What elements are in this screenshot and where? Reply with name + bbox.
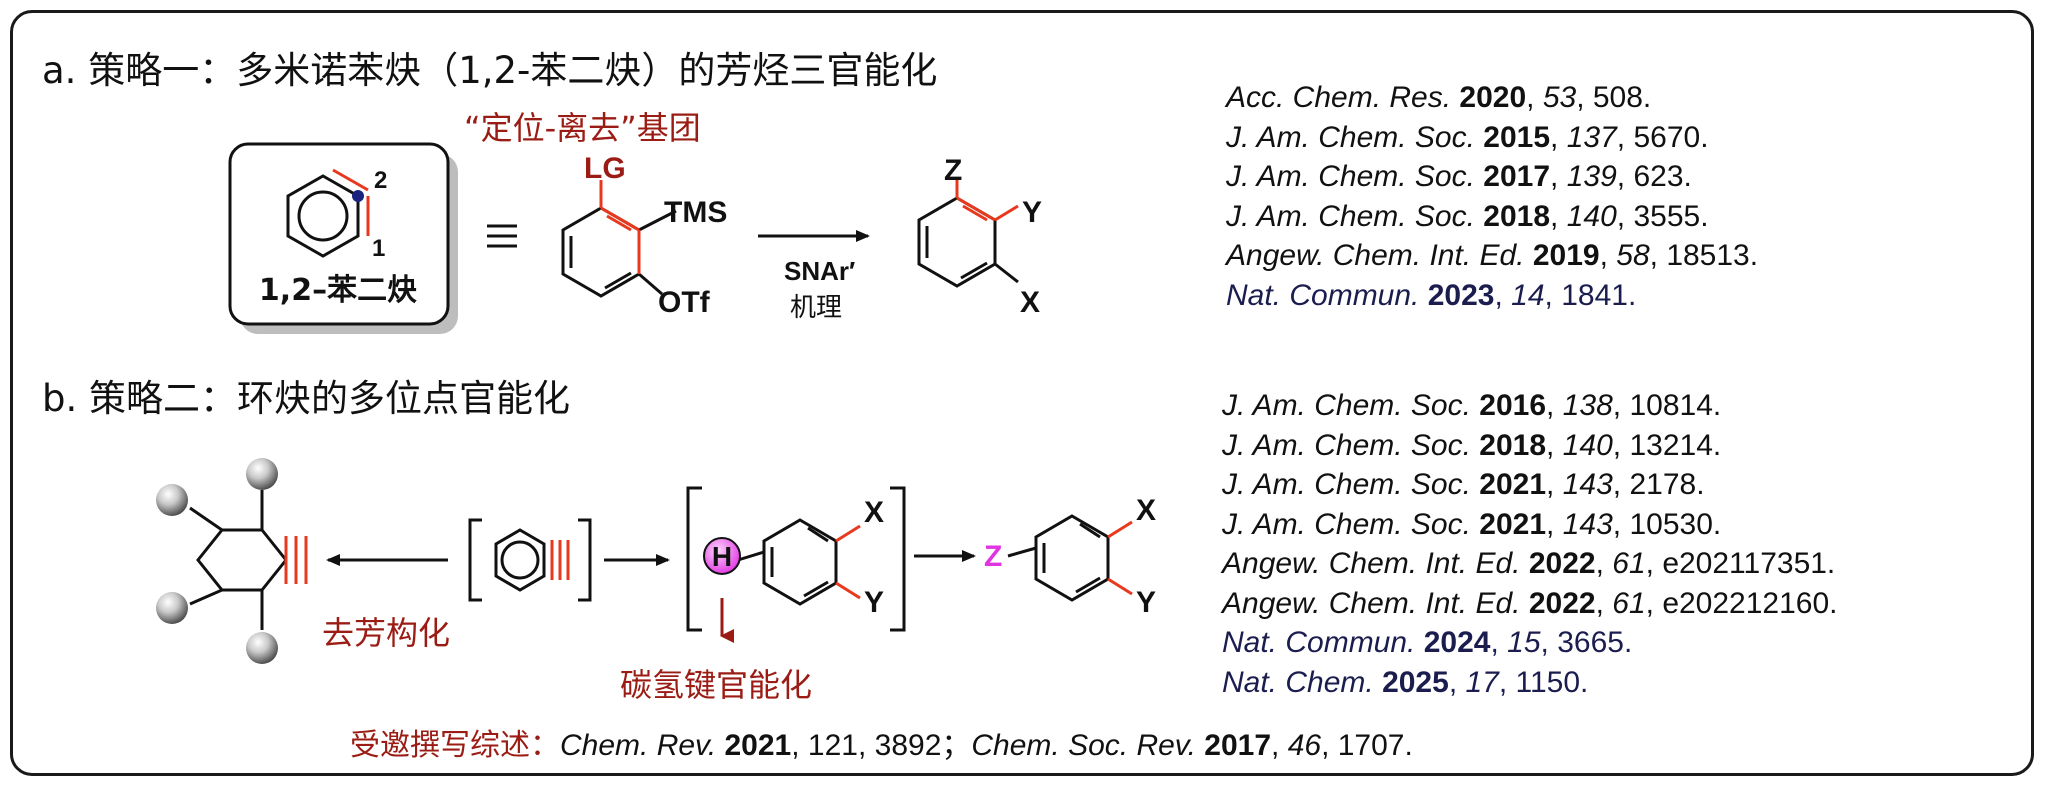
aryne-precursor: LG TMS OTf xyxy=(561,152,727,319)
ref-b-2: J. Am. Chem. Soc. 2018, 140, 13214. xyxy=(1222,428,1722,462)
final-arene-product: Z X Y xyxy=(984,494,1156,619)
section-b-references: J. Am. Chem. Soc. 2016, 138, 10814. J. A… xyxy=(1222,386,1838,702)
ref-b-7: Nat. Commun. 2024, 15, 3665. xyxy=(1222,626,1633,659)
section-a-references: Acc. Chem. Res. 2020, 53, 508. J. Am. Ch… xyxy=(1226,78,1758,315)
review-2-journal: Chem. Soc. Rev. xyxy=(971,729,1196,762)
substituent-ball xyxy=(156,592,188,624)
dearomatization-label: 去芳构化 xyxy=(322,614,451,652)
benzdiyne-box: 2 1 1,2–苯二炔 xyxy=(228,142,458,334)
product-x: X xyxy=(1020,286,1040,319)
ch-functionalization-label: 碳氢键官能化 xyxy=(620,666,813,704)
dearomatized-cyclohexyne xyxy=(156,458,308,664)
mechanism-label: 机理 xyxy=(790,293,842,323)
ref-a-3: J. Am. Chem. Soc. 2017, 139, 623. xyxy=(1226,160,1692,193)
equivalence-sign xyxy=(487,224,517,248)
ref-b-3: J. Am. Chem. Soc. 2021, 143, 2178. xyxy=(1222,468,1705,501)
locant-1: 1 xyxy=(372,235,385,262)
ref-a-5: Angew. Chem. Int. Ed. 2019, 58, 18513. xyxy=(1226,239,1759,272)
review-1-year: 2021 xyxy=(724,729,792,762)
snar-label: SNAr′ xyxy=(784,256,855,286)
benzyne-intermediate xyxy=(468,518,592,602)
review-2-page: , 1707. xyxy=(1321,729,1413,762)
ref-a-1: Acc. Chem. Res. 2020, 53, 508. xyxy=(1226,81,1652,114)
substituent-ball xyxy=(246,458,278,490)
figure-frame xyxy=(10,10,2034,776)
trisubstituted-arene: Z Y X xyxy=(917,154,1042,319)
product-z-magenta: Z xyxy=(984,540,1002,573)
intermediate-x: X xyxy=(864,496,884,529)
intermediate-y: Y xyxy=(864,586,884,619)
ref-b-4: J. Am. Chem. Soc. 2021, 143, 10530. xyxy=(1222,507,1722,541)
ref-a-4: J. Am. Chem. Soc. 2018, 140, 3555. xyxy=(1226,199,1709,233)
review-2-year: 2017 xyxy=(1204,729,1272,762)
section-a-title: a. 策略一：多米诺苯炔（1,2-苯二炔）的芳烃三官能化 xyxy=(42,49,938,92)
review-1-journal: Chem. Rev. xyxy=(560,729,717,762)
substituent-ball xyxy=(246,632,278,664)
ref-b-1: J. Am. Chem. Soc. 2016, 138, 10814. xyxy=(1222,389,1722,422)
benzdiyne-label: 1,2–苯二炔 xyxy=(259,273,417,308)
substituent-ball xyxy=(156,484,188,516)
ref-b-6: Angew. Chem. Int. Ed. 2022, 61, e2022121… xyxy=(1222,586,1838,620)
lg-group: LG xyxy=(584,152,626,185)
ref-b-5: Angew. Chem. Int. Ed. 2022, 61, e2021173… xyxy=(1222,547,1836,580)
lg-caption: “定位-离去”基团 xyxy=(464,109,701,147)
product-y: Y xyxy=(1022,196,1042,229)
tms-group: TMS xyxy=(664,196,727,229)
review-1-rest: , 121, 3892； xyxy=(791,729,972,762)
final-x: X xyxy=(1136,494,1156,527)
ref-a-2: J. Am. Chem. Soc. 2015, 137, 5670. xyxy=(1226,120,1709,154)
product-z: Z xyxy=(944,154,962,187)
otf-group: OTf xyxy=(658,286,711,319)
ref-b-8: Nat. Chem. 2025, 17, 1150. xyxy=(1222,665,1589,699)
locant-2: 2 xyxy=(374,167,387,194)
review-2-volume: 46 xyxy=(1287,729,1322,762)
reactive-site-dot xyxy=(352,190,364,202)
invited-reviews-line: 受邀撰写综述：Chem. Rev. 2021, 121, 3892；Chem. … xyxy=(350,728,1413,763)
hydrogen-highlight xyxy=(703,537,741,575)
ch-arene-intermediate: H X Y xyxy=(686,486,906,632)
final-y: Y xyxy=(1136,586,1156,619)
section-b-title: b. 策略二：环炔的多位点官能化 xyxy=(42,377,571,420)
invited-reviews-label: 受邀撰写综述： xyxy=(350,728,560,763)
ref-a-6: Nat. Commun. 2023, 14, 1841. xyxy=(1226,278,1637,312)
hydrogen-label: H xyxy=(712,541,732,572)
